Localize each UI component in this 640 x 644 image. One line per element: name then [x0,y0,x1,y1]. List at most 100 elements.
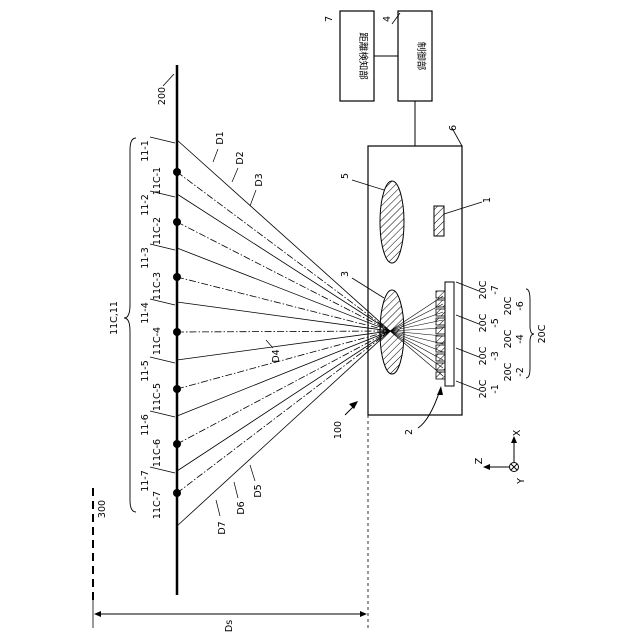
distance-label: D6 [236,501,247,514]
center-point [173,168,181,176]
sensor-cell-ref: 20C [503,329,514,348]
region-label: 11-4 [140,302,151,324]
sensor-cell-label-group: 20C-120C-320C-520C-720C-220C-420C-6 [456,280,526,398]
sensor-cell-sub: -7 [490,285,501,294]
group-brace [124,138,136,512]
region-boundary-ray [177,331,390,471]
center-point [173,218,181,226]
region-label-leader [150,137,175,143]
center-point [173,328,181,336]
sensor-cell [436,291,445,298]
distance-label: D5 [253,484,264,497]
region-label: 11-2 [140,194,151,216]
region-label: 11-1 [140,140,151,162]
distance-label: D1 [215,131,226,144]
controller-ref: 4 [382,16,393,22]
sensor-substrate [445,282,454,386]
sensor-cell-ref: 20C [478,280,489,299]
distance-label: D4 [271,349,282,362]
distance-label-leader [232,168,238,182]
ds-arrow-right [360,611,367,617]
center-ray [177,331,390,332]
sensor-cell [436,354,445,361]
center-point [173,273,181,281]
center-point [173,440,181,448]
distance-label-leader [266,340,273,348]
center-label: 11C-3 [152,272,163,300]
center-label: 11C-6 [152,439,163,467]
center-point [173,489,181,497]
target-line-ref: 200 [157,87,168,105]
sensor-cell-ref: 20C [478,313,489,332]
sensor-cell-ref-leader [456,348,479,357]
sensor-cell [436,300,445,307]
distance-detector-ref: 7 [324,16,335,22]
center-ray [177,222,390,331]
sensor-cell-sub: -3 [490,351,501,360]
sensor-cell-ref: 20C [503,362,514,381]
center-ray [177,172,390,331]
center-ray [177,277,390,331]
distance-detector-label: 距離検知部 [357,32,369,80]
distance-label-group: D1D2D3D4D5D6D7 [213,131,282,534]
sensor-cell-ref: 20C [478,346,489,365]
center-point [173,385,181,393]
sensor-arrowhead [437,386,443,395]
region-boundary-ray [177,194,390,331]
axis-y-label: Y [516,478,527,485]
distance-label-leader [213,149,218,162]
sensor-cell-ref: 20C [503,296,514,315]
sensor-cell [436,318,445,325]
device-arrowhead [349,401,358,409]
center-label: 11C-7 [152,491,163,519]
housing-box [368,146,462,415]
sensor-cell-ref-leader [456,381,479,390]
sensor-cell [436,336,445,343]
axis-x-label: X [512,429,523,436]
projector-lens [380,181,404,263]
sensor-cell-sub: -6 [515,301,526,310]
device-ref: 100 [333,421,344,439]
light-source [434,206,444,236]
sensor-group-ref: 20C [537,324,548,343]
controller-label: 制御部 [415,42,427,71]
distance-label-leader [234,482,238,498]
sensor-cell-sub: -1 [490,384,501,393]
center-ray [177,331,390,444]
light-source-ref: 1 [482,197,493,203]
ds-label: Ds [224,620,235,632]
region-label: 11-5 [140,360,151,382]
sensor-cell [436,345,445,352]
sensor-ref: 2 [404,429,415,435]
distance-label-leader [216,500,220,516]
sensor-cell [436,327,445,334]
sensor-cell [436,372,445,379]
distance-label: D3 [254,173,265,186]
imaging-lens [380,290,404,374]
wall-ref: 300 [97,500,108,518]
sensor-cell-ref-leader [456,315,479,324]
distance-label: D2 [235,151,246,164]
region-boundary-ray [177,331,390,416]
region-boundary-ray [177,302,390,331]
region-label: 11-3 [140,247,151,269]
region-label: 11-7 [140,470,151,492]
region-label: 11-6 [140,414,151,436]
sensor-cell-sub: -4 [515,334,526,343]
center-label: 11C-2 [152,217,163,245]
region-boundary-ray [177,140,390,331]
sensor-cell-sub: -5 [490,318,501,327]
sensor-arrow [418,390,440,428]
projector-lens-ref: 5 [340,173,351,179]
light-source-leader [444,202,482,214]
center-label: 11C-1 [152,167,163,195]
region-label-leader [150,357,175,363]
center-label: 11C-4 [152,327,163,355]
sensor-cell-sub: -2 [515,367,526,376]
imaging-lens-ref: 3 [340,271,351,277]
center-label: 11C-5 [152,383,163,411]
axis-z-label: Z [474,457,485,464]
sensor-cell-ref-leader [456,282,479,291]
distance-label-leader [250,465,255,481]
